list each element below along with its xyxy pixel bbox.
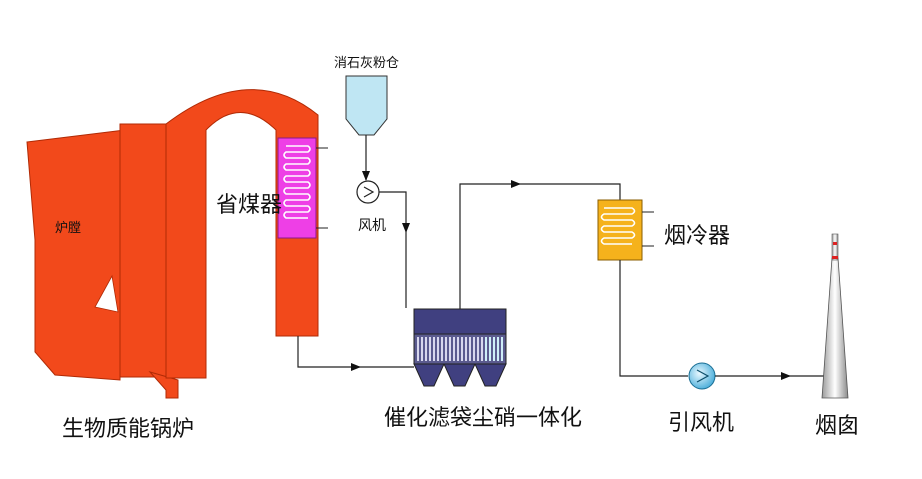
flue-line-to-filter bbox=[297, 336, 361, 371]
filter-bag bbox=[437, 337, 439, 361]
filter-bag bbox=[421, 337, 423, 361]
economizer-label: 省煤器 bbox=[216, 193, 282, 218]
flue-cooler-box bbox=[597, 199, 643, 261]
induced-fan-label: 引风机 bbox=[668, 411, 734, 436]
filter-hopper-1 bbox=[413, 363, 445, 387]
fan-icon bbox=[356, 180, 380, 204]
filter-bag bbox=[469, 337, 471, 361]
filter-bag bbox=[457, 337, 459, 361]
filter-bag bbox=[429, 337, 431, 361]
filter-bag bbox=[493, 337, 495, 361]
fan: 风机 bbox=[356, 180, 410, 308]
filter-bag bbox=[453, 337, 455, 361]
filter-bag bbox=[477, 337, 479, 361]
chimney-label: 烟囱 bbox=[815, 414, 859, 439]
filter-housing-top bbox=[413, 308, 507, 335]
filter-bags bbox=[417, 337, 503, 361]
filter-bag bbox=[461, 337, 463, 361]
flue-cooler-label: 烟冷器 bbox=[664, 224, 730, 249]
filter-bag bbox=[465, 337, 467, 361]
flue-line-to-induced-fan bbox=[619, 260, 688, 377]
induced-fan: 引风机 bbox=[668, 362, 734, 436]
filter-bag bbox=[501, 337, 503, 361]
economizer: 省煤器 bbox=[216, 137, 328, 239]
fan-label: 风机 bbox=[358, 218, 386, 234]
lime-silo: 消石灰粉仓 bbox=[334, 56, 399, 181]
flue-cooler: 烟冷器 bbox=[597, 199, 730, 261]
filter-hopper-2 bbox=[443, 363, 476, 387]
filter-bag bbox=[441, 337, 443, 361]
filter-bag bbox=[473, 337, 475, 361]
lime-silo-body bbox=[345, 75, 388, 136]
filter-bag bbox=[417, 337, 419, 361]
filter-bag bbox=[449, 337, 451, 361]
filter-bag bbox=[425, 337, 427, 361]
furnace-label: 炉膛 bbox=[55, 221, 81, 236]
filter-bag bbox=[445, 337, 447, 361]
biomass-boiler: 炉膛 bbox=[26, 89, 319, 399]
chimney-body bbox=[821, 257, 849, 399]
economizer-coil bbox=[283, 145, 311, 219]
filter-hopper-3 bbox=[474, 363, 507, 387]
filter-bag bbox=[497, 337, 499, 361]
induced-fan-icon bbox=[688, 362, 716, 390]
chimney: 烟囱 bbox=[815, 233, 859, 439]
filter-bag bbox=[433, 337, 435, 361]
filter-bag-section bbox=[413, 333, 507, 365]
flue-line-to-cooler bbox=[459, 180, 521, 309]
boiler-notch bbox=[94, 274, 119, 313]
furnace-body bbox=[119, 123, 167, 378]
filter-bag bbox=[481, 337, 483, 361]
filter-bag bbox=[485, 337, 487, 361]
flue-cooler-coil bbox=[600, 207, 636, 245]
catalytic-filter: 催化滤袋尘硝一体化 bbox=[384, 308, 582, 431]
filter-bag bbox=[489, 337, 491, 361]
lime-silo-label: 消石灰粉仓 bbox=[334, 56, 399, 71]
filter-label: 催化滤袋尘硝一体化 bbox=[384, 406, 582, 431]
boiler-label: 生物质能锅炉 bbox=[62, 417, 194, 442]
